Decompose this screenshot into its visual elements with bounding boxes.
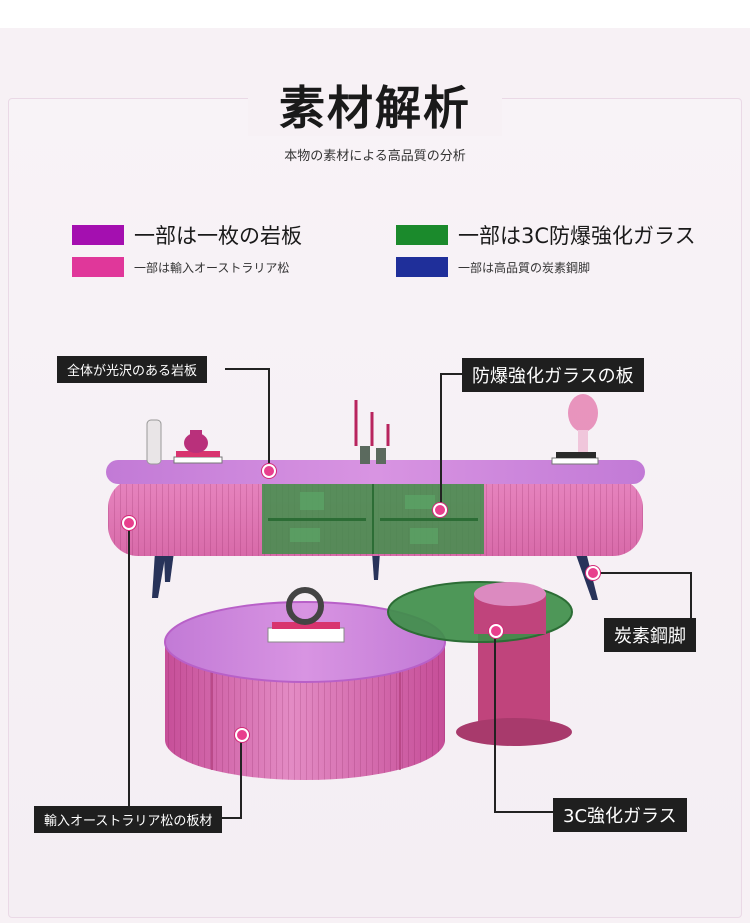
callout-pine-board: 輸入オーストラリア松の板材	[34, 806, 223, 833]
callout-stone-top: 全体が光沢のある岩板	[57, 356, 208, 383]
callout-3c-glass: 3C強化ガラス	[553, 798, 687, 832]
vase-icon	[146, 419, 162, 465]
tv-cabinet	[106, 460, 645, 556]
leader-line	[494, 811, 554, 813]
callout-glass-board: 防爆強化ガラスの板	[462, 358, 644, 392]
leader-line	[128, 522, 130, 816]
round-coffee-table	[164, 587, 446, 780]
marker-dot	[489, 624, 503, 638]
page-subtitle: 本物の素材による高品質の分析	[284, 149, 466, 164]
legend-swatch-pine	[72, 257, 124, 277]
legend-swatch-stone	[72, 225, 124, 245]
legend-label-steel: 一部は高品質の炭素鋼脚	[458, 260, 591, 275]
legend-label-glass: 一部は3C防爆強化ガラス	[458, 224, 696, 248]
leader-line	[593, 572, 691, 574]
marker-dot	[235, 728, 249, 742]
leader-line	[240, 734, 242, 818]
books-icon	[173, 456, 223, 464]
title-background	[248, 70, 502, 136]
side-table	[387, 581, 573, 746]
leader-line	[268, 368, 270, 470]
marker-dot	[586, 566, 600, 580]
legend-swatch-steel	[396, 257, 448, 277]
legend-swatch-glass	[396, 225, 448, 245]
page-title: 素材解析	[279, 81, 471, 135]
lamp-icon	[551, 394, 599, 465]
leader-line	[225, 368, 269, 370]
callout-steel-legs: 炭素鋼脚	[604, 618, 696, 652]
legend-item-pine: 一部は輸入オーストラリア松	[72, 257, 289, 277]
cabinet-decor	[146, 394, 599, 465]
marker-dot	[262, 464, 276, 478]
leader-line	[205, 817, 242, 819]
legend-label-pine: 一部は輸入オーストラリア松	[134, 260, 290, 275]
sculpture-icon	[354, 400, 390, 464]
leader-line	[440, 373, 442, 509]
marker-dot	[433, 503, 447, 517]
leader-line	[440, 373, 464, 375]
legend-item-stone: 一部は一枚の岩板	[72, 220, 302, 250]
legend-item-glass: 一部は3C防爆強化ガラス	[396, 220, 696, 250]
legend-item-steel: 一部は高品質の炭素鋼脚	[396, 257, 590, 277]
leader-line	[690, 572, 692, 620]
legend-label-stone: 一部は一枚の岩板	[134, 224, 302, 248]
top-band	[0, 0, 750, 28]
leader-line	[494, 630, 496, 812]
marker-dot	[122, 516, 136, 530]
